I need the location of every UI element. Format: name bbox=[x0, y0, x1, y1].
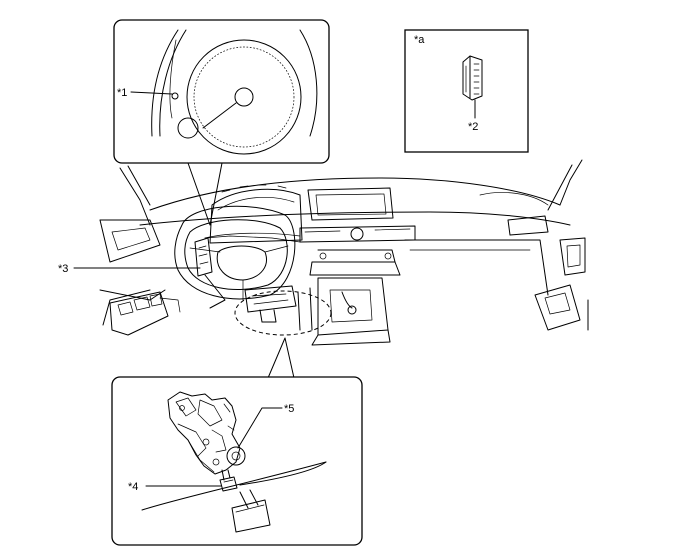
callout-label-5: *5 bbox=[284, 403, 294, 415]
callout-combination-meter bbox=[113, 19, 330, 226]
callout-label-2: *2 bbox=[468, 121, 478, 133]
callout-smart-key bbox=[404, 29, 529, 153]
dashboard-illustration bbox=[99, 159, 589, 346]
callout-label-3: *3 bbox=[58, 263, 68, 275]
leader-5 bbox=[237, 407, 283, 449]
callout-pedal-area bbox=[111, 337, 363, 546]
callout-label-a: *a bbox=[414, 34, 425, 46]
callout-label-4: *4 bbox=[128, 481, 138, 493]
callout-label-1: *1 bbox=[117, 87, 127, 99]
leader-1 bbox=[130, 91, 173, 95]
